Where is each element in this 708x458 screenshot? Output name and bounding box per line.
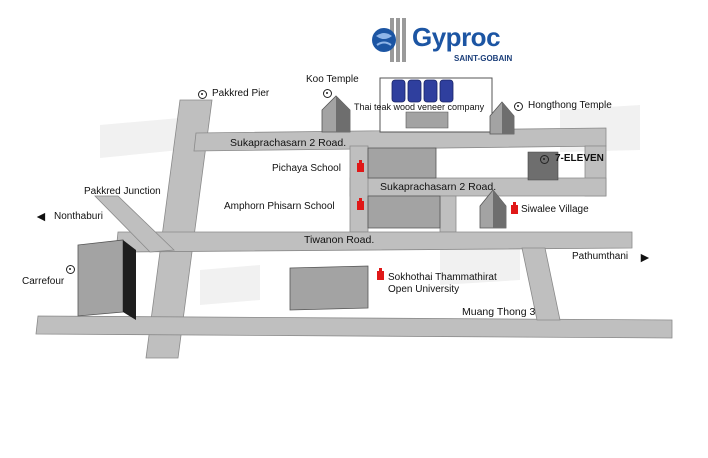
label-pichaya-school: Pichaya School bbox=[272, 163, 341, 174]
hongthong-temple-marker-icon bbox=[514, 102, 523, 111]
label-koo-temple: Koo Temple bbox=[306, 74, 359, 85]
road-muang-thong bbox=[35, 315, 673, 339]
pichaya-school-pin-icon bbox=[357, 160, 364, 172]
label-road-sukaprachasarn-mid: Sukaprachasarn 2 Road. bbox=[380, 181, 497, 193]
amphorn-school-pin-icon bbox=[357, 198, 364, 210]
building-stou bbox=[289, 265, 369, 311]
label-stou-line2: Open University bbox=[388, 284, 460, 295]
gyproc-logo: Gyproc SAINT-GOBAIN bbox=[366, 16, 531, 68]
west-arrow-icon: ◄ bbox=[34, 208, 48, 224]
koo-temple-marker-icon bbox=[323, 89, 332, 98]
building-seven-eleven bbox=[527, 151, 559, 181]
label-seven-eleven: 7-ELEVEN bbox=[555, 153, 604, 164]
label-hongthong-temple: Hongthong Temple bbox=[528, 100, 612, 111]
road-connector-1 bbox=[349, 145, 369, 233]
label-amphorn-school: Amphorn Phisarn School bbox=[224, 201, 335, 212]
label-pathumthani: Pathumthani bbox=[572, 251, 629, 262]
globe-logo-icon bbox=[372, 18, 406, 62]
label-road-tiwanon: Tiwanon Road. bbox=[304, 234, 375, 246]
label-stou-line1: Sokhothai Thammathirat bbox=[388, 272, 497, 283]
road-muang-vertical bbox=[521, 247, 561, 321]
label-carrefour: Carrefour bbox=[22, 276, 65, 287]
label-pakkred-pier: Pakkred Pier bbox=[212, 88, 270, 99]
carrefour-marker-icon bbox=[66, 265, 75, 274]
siwalee-village-pin-icon bbox=[511, 202, 518, 214]
building-pichaya-school bbox=[367, 147, 437, 179]
brand-parent: SAINT-GOBAIN bbox=[454, 54, 513, 63]
east-arrow-icon: ► bbox=[638, 249, 652, 265]
pakkred-pier-marker-icon bbox=[198, 90, 207, 99]
road-pakkred-vertical bbox=[145, 99, 213, 359]
gyproc-plant-tanks bbox=[391, 79, 454, 103]
background-blocks bbox=[100, 105, 640, 305]
label-siwalee-village: Siwalee Village bbox=[521, 204, 589, 215]
label-nonthaburi: Nonthaburi bbox=[54, 211, 103, 222]
road-junction-diagonal bbox=[94, 195, 175, 253]
building-siwalee-village bbox=[479, 189, 507, 229]
brand-name: Gyproc bbox=[412, 22, 501, 52]
building-amphorn-school bbox=[367, 195, 441, 229]
building-koo-temple bbox=[321, 95, 351, 133]
road-connector-2 bbox=[439, 195, 457, 233]
seven-eleven-marker-icon bbox=[540, 155, 549, 164]
label-road-sukaprachasarn-top: Sukaprachasarn 2 Road. bbox=[230, 137, 347, 149]
label-pakkred-junction: Pakkred Junction bbox=[84, 186, 161, 197]
stou-pin-icon bbox=[377, 268, 384, 280]
label-road-muang-thong: Muang Thong 3 bbox=[462, 306, 536, 318]
building-carrefour bbox=[77, 239, 136, 320]
building-hongthong-temple bbox=[489, 101, 515, 135]
label-thai-teak: Thai teak wood veneer company bbox=[354, 102, 485, 112]
